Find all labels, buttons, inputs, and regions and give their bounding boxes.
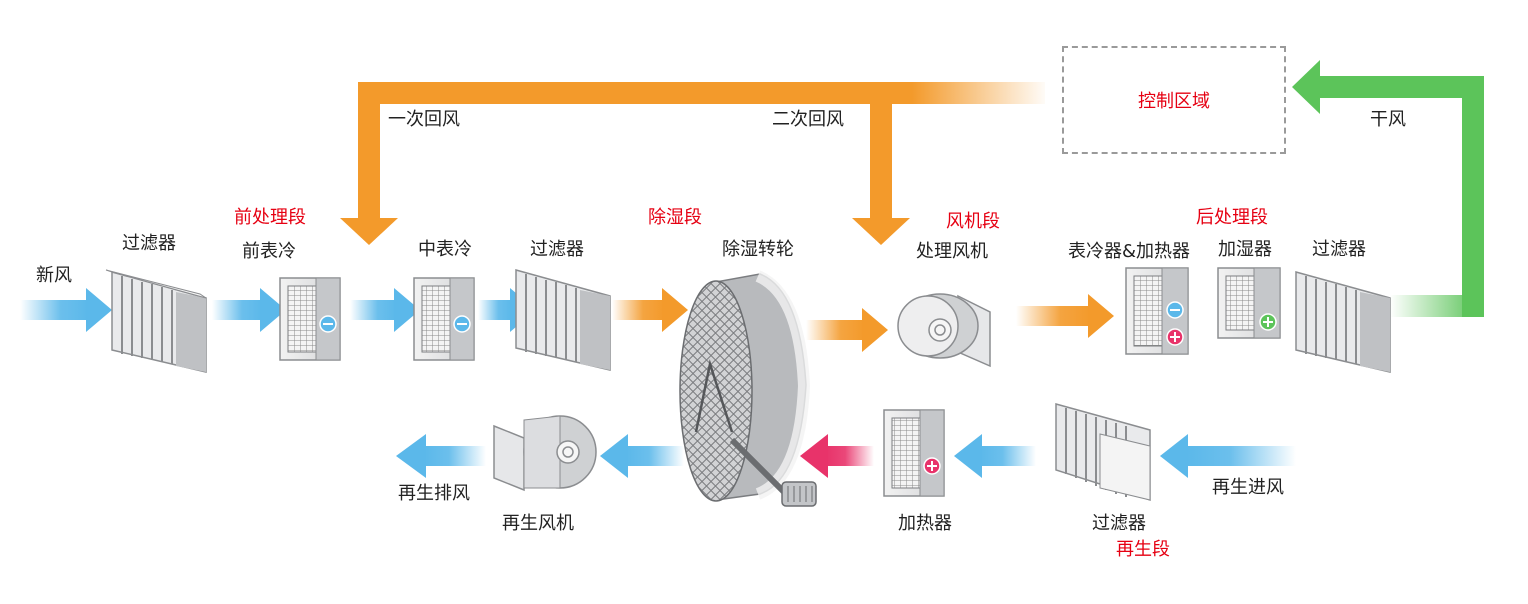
pre-cooler-unit (279, 277, 341, 361)
humidifier-unit (1217, 267, 1281, 339)
regen-heater-label: 加热器 (898, 513, 952, 534)
secondary-return-arrowhead (852, 218, 910, 245)
rotor-label: 除湿转轮 (722, 239, 794, 260)
filter-3-label: 过滤器 (1312, 239, 1366, 260)
arrow-to-process-fan (806, 308, 888, 352)
regeneration-section-title: 再生段 (1116, 539, 1170, 560)
arrow-regen-exhaust (396, 434, 486, 478)
filter-1-label: 过滤器 (122, 233, 176, 254)
return-air-duct (340, 82, 1045, 245)
mid-cooler-unit (413, 277, 475, 361)
primary-return-label: 一次回风 (388, 109, 460, 130)
minus-circle-icon (1166, 301, 1184, 319)
dry-air-arrowhead (1292, 60, 1320, 114)
arrow-to-pre-cooler (212, 288, 286, 332)
arrow-to-mid-cooler (350, 288, 420, 332)
regen-inlet-label: 再生进风 (1212, 477, 1284, 498)
cooler-heater-unit (1125, 267, 1189, 355)
cooler-heater-label: 表冷器&加热器 (1068, 241, 1191, 262)
plus-circle-icon (923, 457, 941, 475)
fresh-air-label: 新风 (36, 265, 72, 286)
dry-air-riser (1462, 76, 1484, 317)
secondary-return-label: 二次回风 (772, 109, 844, 130)
regen-filter-label: 过滤器 (1092, 513, 1146, 534)
filter-3-unit (1295, 271, 1391, 373)
post-treatment-section-title: 后处理段 (1196, 207, 1268, 228)
regen-fan-unit (493, 415, 597, 492)
arrow-rotor-to-regen-fan (600, 434, 684, 478)
humidifier-label: 加湿器 (1218, 239, 1272, 260)
arrow-regen-inlet (1160, 434, 1296, 478)
process-fan-unit (897, 293, 991, 368)
minus-circle-icon (453, 315, 471, 333)
regen-fan-label: 再生风机 (502, 513, 574, 534)
plus-circle-icon (1166, 328, 1184, 346)
control-zone-label: 控制区域 (1138, 91, 1210, 112)
regen-heater-unit (883, 409, 945, 497)
minus-circle-icon (319, 315, 337, 333)
filter-2-unit (515, 269, 611, 371)
fan-section-title: 风机段 (946, 211, 1000, 232)
pre-treatment-section-title: 前处理段 (234, 207, 306, 228)
dry-air-label: 干风 (1370, 109, 1406, 130)
arrow-to-rotor (612, 288, 688, 332)
mid-cooler-label: 中表冷 (418, 239, 472, 260)
regen-air-arrows (396, 434, 1296, 478)
arrow-to-cooler-heater (1016, 294, 1114, 338)
filter-1-unit (105, 269, 207, 373)
dry-air-duct (1292, 60, 1484, 317)
control-zone-box: 控制区域 (1062, 46, 1286, 154)
filter-2-label: 过滤器 (530, 239, 584, 260)
plus-circle-icon (1259, 313, 1277, 331)
arrow-to-regen-heater (954, 434, 1036, 478)
dry-air-top-run (1318, 76, 1484, 98)
dehumidify-section-title: 除湿段 (648, 207, 702, 228)
primary-return-arrowhead (340, 218, 398, 245)
secondary-return-down (870, 95, 892, 220)
dry-air-bottom-run (1390, 295, 1484, 317)
return-duct-top (358, 82, 1045, 104)
arrow-fresh-air (20, 288, 112, 332)
primary-return-down (358, 82, 380, 220)
process-fan-label: 处理风机 (916, 241, 988, 262)
arrow-heated-to-rotor (800, 434, 874, 478)
regen-exhaust-label: 再生排风 (398, 483, 470, 504)
desiccant-rotor-unit (679, 270, 817, 507)
regen-filter-unit (1055, 403, 1151, 502)
pre-cooler-label: 前表冷 (242, 241, 296, 262)
